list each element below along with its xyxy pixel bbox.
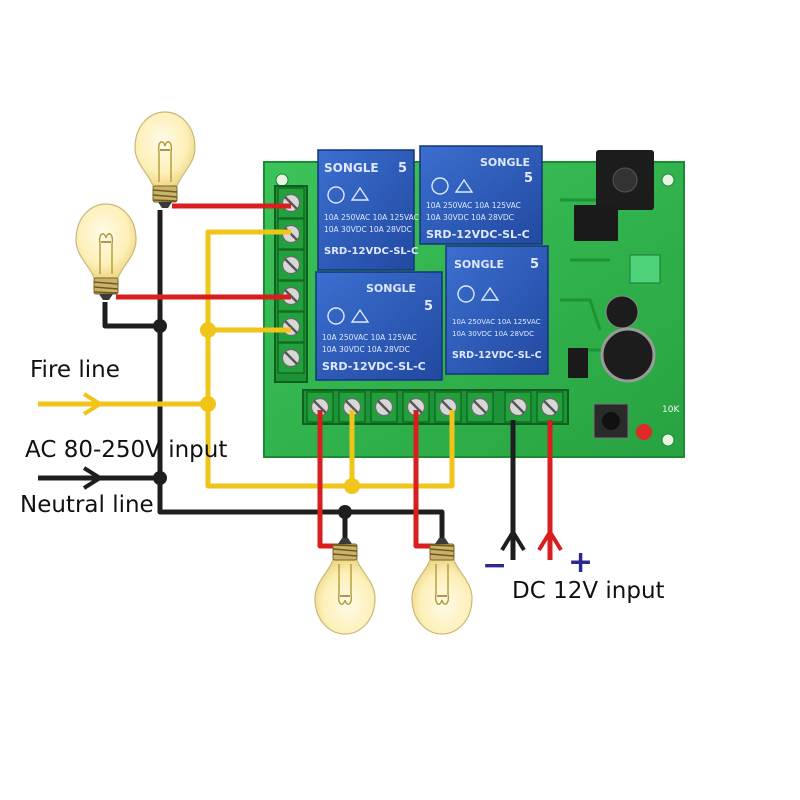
relay-1: SONGLE 5 10A 250VAC 10A 125VAC 10A 30VDC… <box>317 149 419 271</box>
bulb-icon <box>75 203 137 301</box>
terminal-screw[interactable] <box>535 390 565 424</box>
relay-rating: 10A 250VAC 10A 125VAC <box>322 333 417 342</box>
terminal-screw[interactable] <box>369 390 399 424</box>
relay-rating: 10A 30VDC 10A 28VDC <box>426 213 514 222</box>
mount-hole <box>661 433 675 447</box>
relay-2: SONGLE 5 10A 250VAC 10A 125VAC 10A 30VDC… <box>419 145 543 245</box>
ic-chip <box>574 205 618 241</box>
relay-rating: 10A 250VAC 10A 125VAC <box>426 201 521 210</box>
capacitor-large <box>600 327 656 383</box>
terminal-screw[interactable] <box>276 310 306 344</box>
dc-input-label: DC 12V input <box>512 578 665 604</box>
neutral-arrow-icon <box>82 466 102 490</box>
relay-brand: SONGLE <box>366 282 416 295</box>
plus-sign: + <box>568 545 594 580</box>
relay-brand: SONGLE <box>454 258 504 271</box>
fire-line-label: Fire line <box>30 357 120 383</box>
dc-negative-arrow-icon <box>500 530 526 552</box>
wiring <box>38 203 563 560</box>
relay-model: SRD-12VDC-SL-C <box>322 360 426 373</box>
relay-3: SONGLE 5 10A 250VAC 10A 125VAC 10A 30VDC… <box>315 271 443 381</box>
relay-rating: 10A 30VDC 10A 28VDC <box>324 225 412 234</box>
relay-number: 5 <box>424 299 433 314</box>
minus-sign: − <box>482 548 508 583</box>
terminal-screw[interactable] <box>276 341 306 375</box>
terminal-screw[interactable] <box>433 390 463 424</box>
mount-hole <box>661 173 675 187</box>
relay-brand: SONGLE <box>480 156 530 169</box>
capacitor-small <box>605 295 639 329</box>
relay-model: SRD-12VDC-SL-C <box>452 350 542 361</box>
trimmer <box>629 254 661 284</box>
terminal-screw[interactable] <box>276 186 306 220</box>
relay-brand: SONGLE <box>324 161 379 175</box>
led-indicator <box>636 424 652 440</box>
left-terminal-block <box>274 185 308 383</box>
dc-positive-arrow-icon <box>537 530 563 552</box>
dc-jack <box>596 150 654 210</box>
relay-number: 5 <box>398 161 407 176</box>
relay-rating: 10A 250VAC 10A 125VAC <box>324 213 419 222</box>
ac-input-label: AC 80-250V input <box>25 437 228 463</box>
mount-hole <box>275 173 289 187</box>
relay-model: SRD-12VDC-SL-C <box>324 246 418 257</box>
silk-label: 10K <box>662 405 680 415</box>
bulb-icon <box>411 537 473 635</box>
bulb-icon <box>314 537 376 635</box>
relay-number: 5 <box>530 257 539 272</box>
relay-4: SONGLE 5 10A 250VAC 10A 125VAC 10A 30VDC… <box>445 245 549 375</box>
neutral-wire <box>157 210 348 548</box>
transistor <box>568 348 588 378</box>
relay-board: SONGLE 5 10A 250VAC 10A 125VAC 10A 30VDC… <box>263 145 685 458</box>
bottom-terminal-block <box>302 389 569 425</box>
fire-arrow-icon <box>82 392 102 416</box>
relay-rating: 10A 30VDC 10A 28VDC <box>452 330 534 338</box>
relay-model: SRD-12VDC-SL-C <box>426 228 530 241</box>
terminal-screw[interactable] <box>276 248 306 282</box>
relay-rating: 10A 30VDC 10A 28VDC <box>322 345 410 354</box>
fire-wire <box>38 229 291 407</box>
bulb-icon <box>134 111 196 209</box>
neutral-line-label: Neutral line <box>20 492 154 518</box>
relay-number: 5 <box>524 171 533 186</box>
terminal-screw[interactable] <box>465 390 495 424</box>
terminal-screw[interactable] <box>503 390 533 424</box>
relay-rating: 10A 250VAC 10A 125VAC <box>452 318 541 326</box>
